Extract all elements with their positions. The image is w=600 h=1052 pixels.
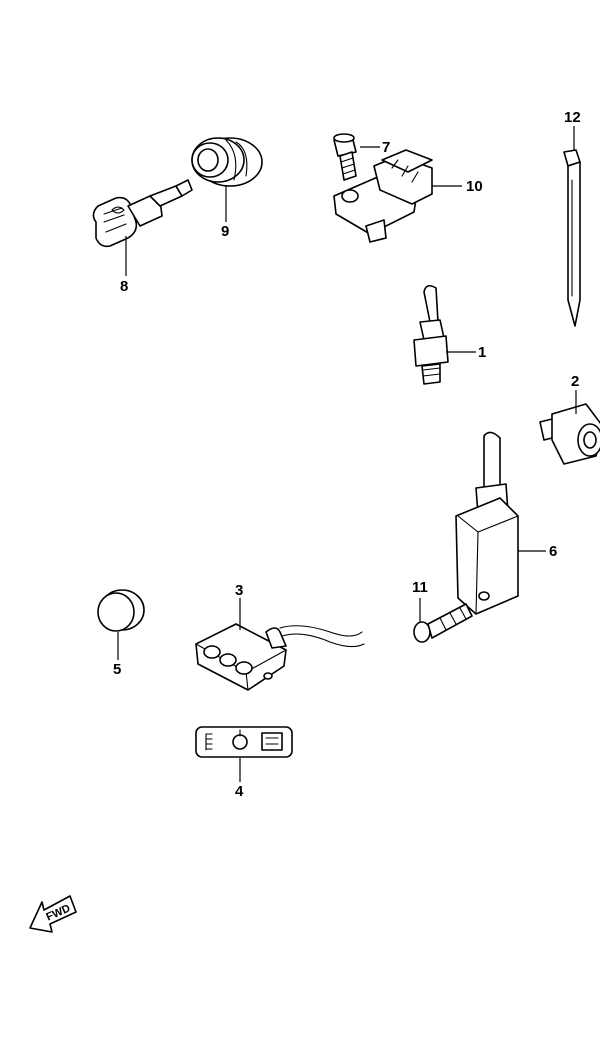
callout-1: 1 — [478, 344, 486, 361]
part-9-grommet[interactable] — [191, 137, 263, 187]
callout-3: 3 — [235, 582, 243, 599]
fwd-arrow-icon: FWD — [29, 895, 77, 933]
part-3-switch[interactable] — [195, 623, 365, 691]
part-7-bolt[interactable] — [333, 133, 357, 181]
part-1-temp-sensor[interactable] — [413, 284, 449, 385]
part-6-module[interactable] — [455, 431, 519, 615]
part-10-pressure-sensor[interactable] — [333, 149, 433, 243]
part-4-label-plate[interactable] — [195, 726, 293, 758]
part-8-sensor[interactable] — [92, 179, 193, 248]
callout-5: 5 — [113, 661, 121, 678]
callout-6: 6 — [549, 543, 557, 560]
callout-12: 12 — [564, 109, 581, 126]
callout-11: 11 — [412, 579, 428, 596]
callout-7: 7 — [382, 139, 390, 156]
callout-9: 9 — [221, 223, 229, 240]
part-11-bolt[interactable] — [413, 603, 473, 643]
part-2-knock-sensor[interactable] — [539, 403, 600, 465]
callout-4: 4 — [235, 783, 244, 800]
part-12-cable-tie[interactable] — [563, 149, 581, 327]
callout-10: 10 — [466, 178, 483, 195]
leader-lines — [117, 126, 577, 782]
callout-8: 8 — [120, 278, 128, 295]
callout-2: 2 — [571, 373, 579, 390]
part-5-cap[interactable] — [97, 589, 145, 632]
